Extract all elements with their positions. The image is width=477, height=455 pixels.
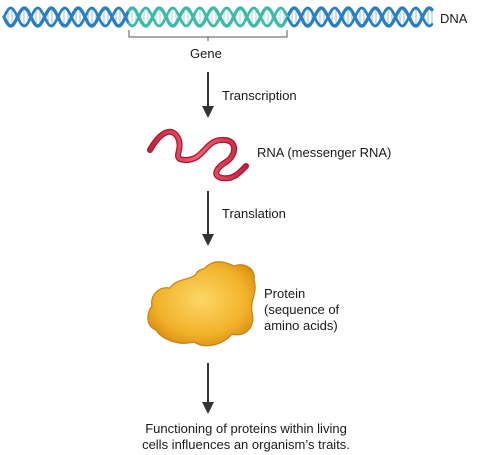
gene-bracket xyxy=(128,30,288,41)
dna-helix-icon xyxy=(2,6,434,28)
protein-label-line: amino acids) xyxy=(264,318,338,333)
protein-label: Protein (sequence of amino acids) xyxy=(264,286,374,334)
transcription-label: Transcription xyxy=(222,88,297,103)
dna-backbone-segment xyxy=(429,22,434,27)
protein-label-line: (sequence of xyxy=(264,302,340,317)
translation-arrow xyxy=(202,191,214,246)
dna-backbone-segment xyxy=(429,7,434,12)
dna-label: DNA xyxy=(440,11,468,26)
conclusion-caption: Functioning of proteins within living ce… xyxy=(96,421,396,453)
rna-strand-icon xyxy=(147,128,249,182)
translation-label: Translation xyxy=(222,206,286,221)
gene-label: Gene xyxy=(190,46,222,61)
conclusion-line: cells influences an organism’s traits. xyxy=(142,437,350,452)
function-arrow xyxy=(202,363,214,414)
transcription-arrow xyxy=(202,72,214,118)
conclusion-line: Functioning of proteins within living xyxy=(145,421,347,436)
protein-label-line: Protein xyxy=(264,286,306,301)
protein-blob-icon xyxy=(147,261,256,347)
rna-label: RNA (messenger RNA) xyxy=(257,145,392,160)
